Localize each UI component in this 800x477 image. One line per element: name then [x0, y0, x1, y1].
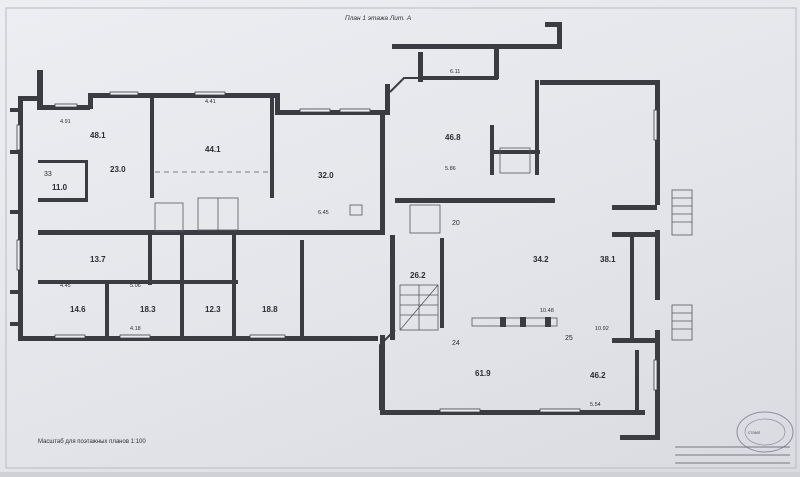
room-area: 34.2	[533, 255, 549, 264]
svg-text:4.18: 4.18	[130, 326, 141, 332]
room-area: 11.0	[52, 183, 68, 192]
room-area: 18.3	[140, 305, 156, 314]
svg-text:10.48: 10.48	[540, 308, 554, 314]
room-area: 44.1	[205, 145, 221, 154]
bay-window	[379, 329, 396, 410]
room-area: 13.7	[90, 255, 106, 264]
room-area: 14.6	[70, 305, 86, 314]
room-area: 48.1	[90, 131, 106, 140]
room-area: 32.0	[318, 171, 334, 180]
room-number: 20	[452, 220, 460, 227]
staircase	[399, 284, 439, 331]
room-area: 18.8	[262, 305, 278, 314]
svg-text:6.11: 6.11	[450, 69, 460, 75]
sheet-title: План 1 этажа Лит. А	[345, 15, 411, 22]
exterior-stairs	[671, 189, 693, 341]
room-area: 26.2	[410, 271, 426, 280]
svg-text:стамп: стамп	[748, 430, 761, 435]
svg-text:6.45: 6.45	[318, 210, 329, 216]
room-number: 25	[565, 335, 573, 342]
interior-walls	[38, 80, 657, 415]
approval-stamp: стамп	[675, 411, 794, 464]
room-number: 33	[44, 171, 52, 178]
room-area: 12.3	[205, 305, 221, 314]
room-area: 46.8	[445, 133, 461, 142]
svg-text:4.91: 4.91	[60, 119, 71, 125]
room-number: 24	[452, 340, 460, 347]
paper-edge	[5, 7, 797, 469]
dimension-labels: 4.91 4.41 6.45 4.45 5.86 5.06 10.92 10.4…	[60, 69, 609, 408]
svg-text:10.92: 10.92	[595, 326, 609, 332]
counter	[349, 204, 558, 327]
svg-text:5.06: 5.06	[130, 283, 141, 289]
outer-walls	[10, 22, 660, 440]
svg-text:5.54: 5.54	[590, 402, 601, 408]
room-area: 23.0	[110, 165, 126, 174]
room-area: 46.2	[590, 371, 606, 380]
scale-note: Масштаб для поэтажных планов 1:100	[38, 439, 146, 445]
room-area: 38.1	[600, 255, 616, 264]
svg-text:4.45: 4.45	[60, 283, 71, 289]
room-labels: 48.1 23.0 33 11.0 44.1 32.0 46.8 34.2 13…	[44, 131, 616, 380]
svg-text:4.41: 4.41	[205, 99, 216, 105]
svg-text:5.86: 5.86	[445, 166, 456, 172]
room-area: 61.9	[475, 369, 491, 378]
window-marks	[16, 91, 658, 413]
